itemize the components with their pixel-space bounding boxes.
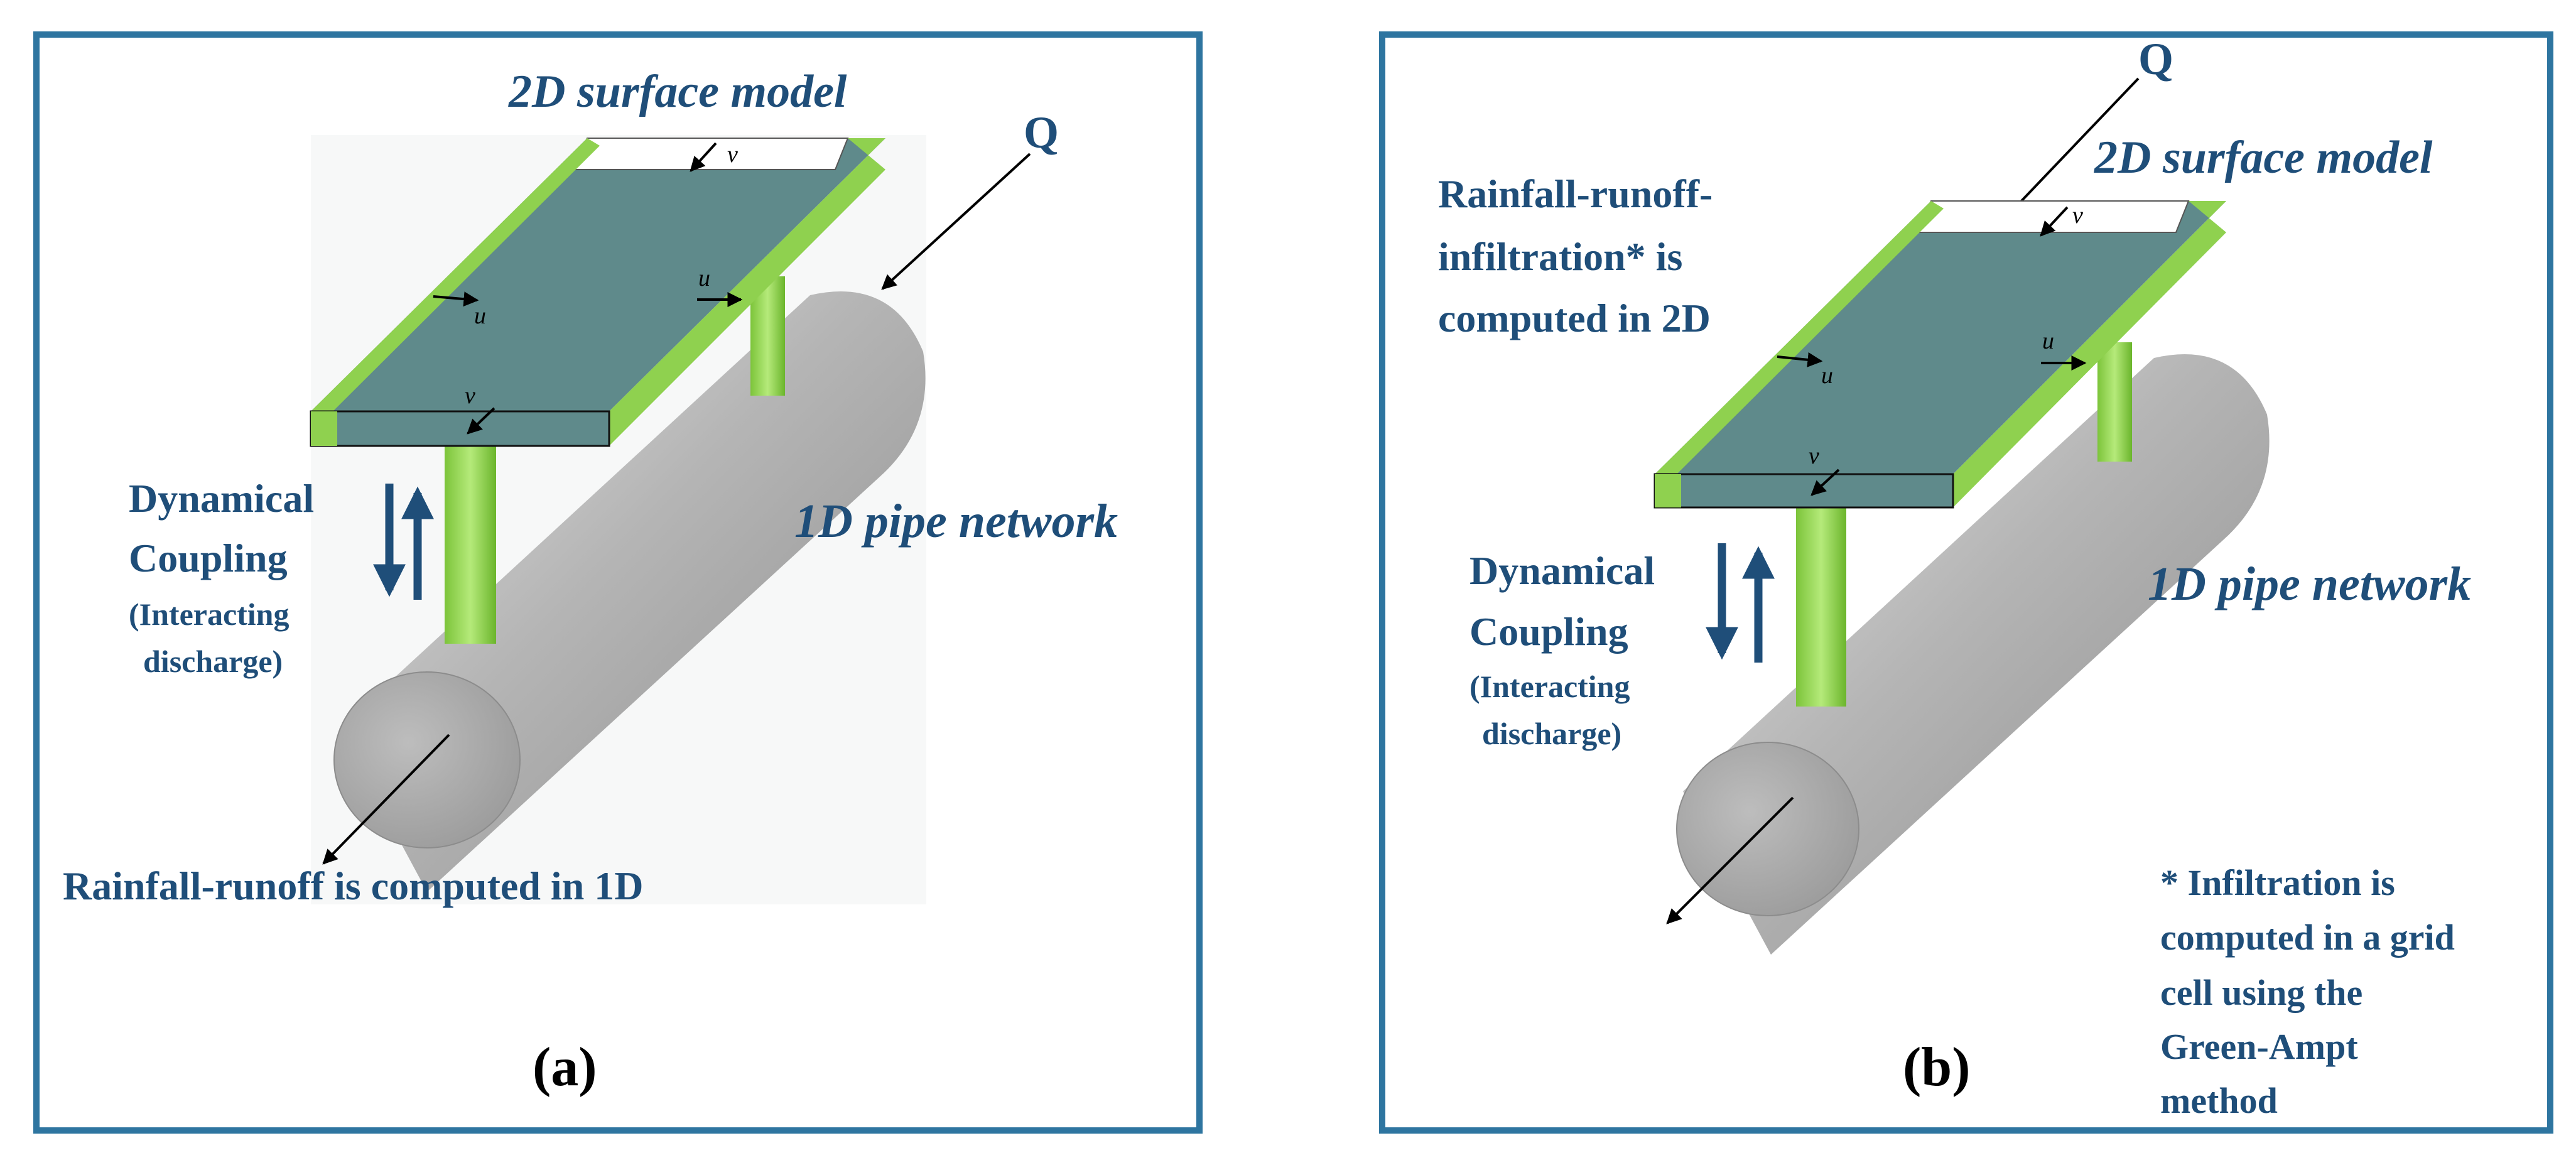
- panel-b-coupling-line-2: Coupling: [1469, 609, 1628, 654]
- panel-b-pipe: [1666, 77, 2270, 955]
- panel-b-velocity-u-left: u: [1821, 362, 1833, 389]
- panel-b-rainfall-line-3: computed in 2D: [1438, 296, 1711, 340]
- panel-b-riser-front: [1796, 502, 1846, 707]
- panel-b-pipe-end-cap: [1676, 742, 1859, 916]
- panel-a-pipe-end-cap: [333, 671, 521, 848]
- panel-a-surface-label: 2D surface model: [508, 66, 847, 117]
- panel-b-note-line-2: computed in a grid: [2160, 917, 2455, 958]
- panel-b-note-line-3: cell using the: [2160, 972, 2362, 1013]
- panel-b-velocity-u-right: u: [2042, 328, 2054, 354]
- panel-a-velocity-u-left: u: [474, 303, 486, 329]
- panel-b-riser-back: [2097, 342, 2132, 462]
- panel-a-letter: (a): [533, 1037, 597, 1098]
- panel-b-surface-slab: [1653, 200, 2226, 509]
- panel-b-velocity-v-top: v: [2072, 202, 2083, 229]
- panel-a-coupling-line-4: discharge): [143, 644, 283, 679]
- panel-b-velocity-v-front: v: [1809, 443, 1819, 469]
- panel-b-note-line-4: Green-Ampt: [2160, 1026, 2358, 1067]
- panel-b-q-arrow: [2005, 77, 2140, 218]
- panel-b-rainfall-line-2: infiltration* is: [1438, 234, 1682, 279]
- panel-b-coupling-line-3: (Interacting: [1469, 669, 1630, 704]
- panel-b-surface-label: 2D surface model: [2094, 132, 2433, 183]
- panel-a-outflow-arrow: [322, 734, 450, 865]
- panel-a-surface-slab: [310, 138, 885, 447]
- panel-a-velocity-v-top: v: [727, 141, 738, 168]
- panel-a-rainfall-label: Rainfall-runoff is computed in 1D: [63, 864, 644, 908]
- panel-a-coupling-line-3: (Interacting: [129, 597, 290, 632]
- panel-a-q-arrow: [881, 153, 1031, 290]
- panel-a-q-label: Q: [1024, 107, 1059, 158]
- panel-b-outflow-arrow: [1666, 796, 1794, 924]
- panel-b-coupling-line-4: discharge): [1482, 716, 1621, 751]
- panel-b-note-line-5: method: [2160, 1080, 2278, 1121]
- panel-a-pipe: [322, 153, 1031, 892]
- panel-b-rainfall-line-1: Rainfall-runoff-: [1438, 171, 1713, 216]
- panel-b-pipe-label: 1D pipe network: [2148, 558, 2471, 610]
- panel-a-coupling-line-2: Coupling: [129, 536, 288, 580]
- panel-b-coupling-line-1: Dynamical: [1469, 548, 1655, 593]
- panel-b-note-line-1: * Infiltration is: [2160, 862, 2395, 903]
- panel-a-velocity-u-right: u: [698, 265, 710, 291]
- panel-b-diagram: v u u v Q 2D surface model Rainfall-runo…: [1438, 34, 2471, 1121]
- panel-a-riser-front: [445, 443, 496, 644]
- panel-b-q-label: Q: [2138, 34, 2173, 84]
- panel-b-letter: (b): [1903, 1037, 1971, 1098]
- panel-a-coupling-line-1: Dynamical: [129, 476, 314, 521]
- panel-a-velocity-v-front: v: [465, 382, 475, 409]
- panel-a-pipe-label: 1D pipe network: [794, 495, 1118, 548]
- panel-a-diagram: v u u v 2D surface model Q 1D pipe netwo…: [63, 66, 1118, 1098]
